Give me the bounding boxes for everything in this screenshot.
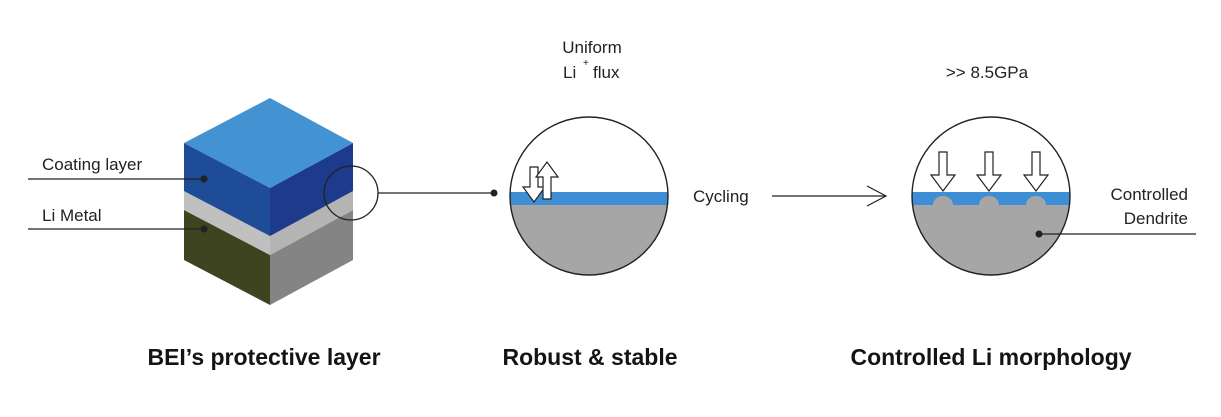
coating-top-face	[184, 98, 353, 188]
middle-panel-title: Robust & stable	[502, 344, 677, 370]
separator-front-face	[184, 190, 270, 255]
li-metal-side-face	[270, 210, 353, 305]
controlled-label: Controlled	[1111, 185, 1189, 204]
cycling-label: Cycling	[693, 187, 749, 206]
coating-side-face	[270, 143, 353, 236]
metal-leader-dot	[200, 225, 208, 233]
middle-metal-base	[510, 205, 668, 275]
right-panel-title: Controlled Li morphology	[850, 344, 1131, 370]
flux-down-arrow	[521, 166, 547, 204]
cycling-arrow-head	[866, 185, 888, 207]
right-circle-outline	[911, 116, 1071, 276]
flux-label: flux	[593, 63, 620, 82]
pressure-label: >> 8.5GPa	[946, 63, 1029, 82]
coating-leader-dot	[200, 175, 208, 183]
li-superscript: +	[583, 58, 589, 69]
li-label: Li	[563, 63, 576, 82]
dendrite-bump	[1026, 196, 1046, 214]
dendrite-bump	[933, 196, 953, 214]
flux-up-arrow	[534, 160, 560, 200]
separator-side-face	[270, 190, 353, 255]
left-panel-title: BEI’s protective layer	[147, 344, 380, 370]
layered-block	[184, 98, 353, 305]
middle-circle-outline	[509, 116, 669, 276]
dendrite-bump	[979, 196, 999, 214]
coating-front-face	[184, 143, 270, 236]
uniform-label: Uniform	[562, 38, 622, 57]
dendrite-label: Dendrite	[1124, 209, 1188, 228]
zoom-connector-dot	[490, 189, 498, 197]
pressure-down-arrow	[929, 151, 957, 192]
coating-layer-label: Coating layer	[42, 155, 143, 174]
li-metal-front-face	[184, 210, 270, 305]
li-metal-label: Li Metal	[42, 206, 102, 225]
dendrite-leader-dot	[1035, 230, 1043, 238]
pressure-down-arrow	[975, 151, 1003, 192]
pressure-down-arrow	[1022, 151, 1050, 192]
